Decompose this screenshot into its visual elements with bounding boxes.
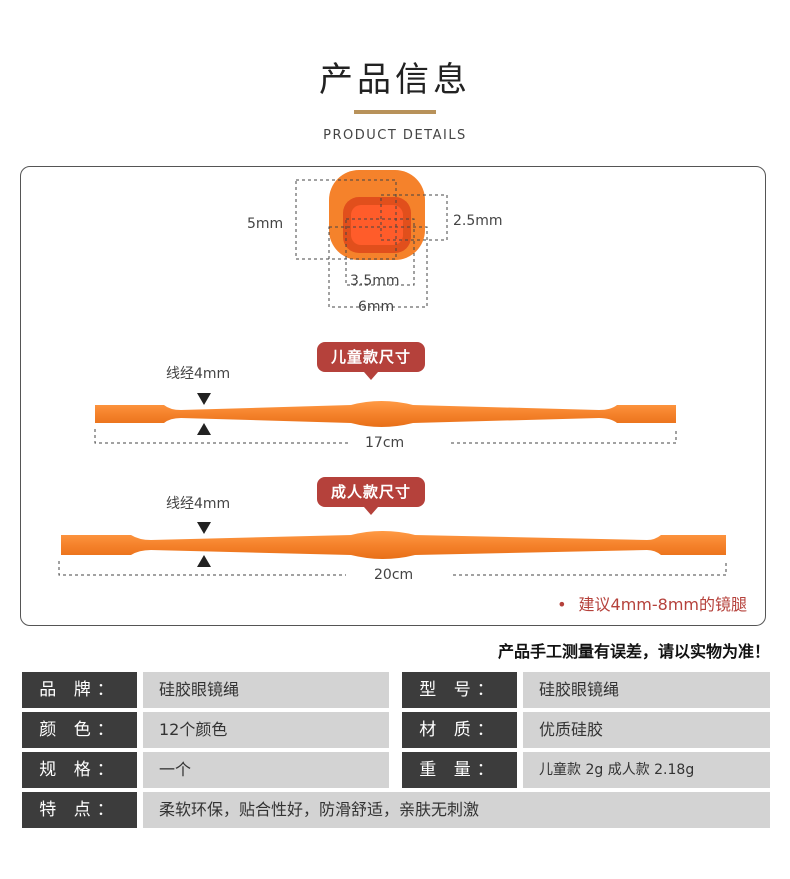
title-underline	[354, 110, 436, 114]
color-value: 12个颜色	[143, 712, 389, 748]
spec-row: 颜 色： 12个颜色 材 质： 优质硅胶	[22, 712, 770, 748]
feature-value: 柔软环保，贴合性好，防滑舒适，亲肤无刺激	[143, 792, 770, 828]
model-key: 型 号：	[402, 672, 517, 708]
child-size-badge: 儿童款尺寸	[317, 342, 426, 380]
brand-value: 硅胶眼镜绳	[143, 672, 389, 708]
outer-width-label: 6mm	[358, 299, 395, 315]
weight-key: 重 量：	[402, 752, 517, 788]
adult-size-badge: 成人款尺寸	[317, 477, 426, 515]
temple-size-tip: 建议4mm-8mm的镜腿	[557, 591, 747, 615]
inner-height-label: 2.5mm	[453, 213, 503, 229]
child-length-label: 17cm	[365, 435, 405, 451]
child-length-line	[94, 429, 677, 444]
inner-width-label: 3.5mm	[350, 273, 400, 289]
spec-row: 规 格： 一个 重 量： 儿童款 2g 成人款 2.18g	[22, 752, 770, 788]
child-strap-shape	[95, 401, 676, 427]
adult-strap-shape	[61, 531, 726, 559]
cross-section-shape	[329, 170, 425, 260]
material-value: 优质硅胶	[523, 712, 770, 748]
dimension-diagram: 5mm 2.5mm 3.5mm 6mm 儿童款尺寸 线经4mm 17cm 成人款…	[20, 166, 766, 626]
page-subtitle: PRODUCT DETAILS	[323, 128, 467, 143]
spec-value: 一个	[143, 752, 389, 788]
adult-wire-label: 线经4mm	[166, 496, 231, 512]
cross-section-dimension-lines	[295, 179, 448, 308]
model-value: 硅胶眼镜绳	[523, 672, 770, 708]
weight-value: 儿童款 2g 成人款 2.18g	[523, 752, 770, 788]
material-key: 材 质：	[402, 712, 517, 748]
spec-key: 规 格：	[22, 752, 137, 788]
feature-key: 特 点：	[22, 792, 137, 828]
adult-length-label: 20cm	[374, 567, 414, 583]
spec-row: 品 牌： 硅胶眼镜绳 型 号： 硅胶眼镜绳	[22, 672, 770, 708]
outer-height-label: 5mm	[247, 216, 284, 232]
spec-row: 特 点： 柔软环保，贴合性好，防滑舒适，亲肤无刺激	[22, 792, 770, 828]
color-key: 颜 色：	[22, 712, 137, 748]
page-title: 产品信息	[319, 60, 471, 100]
brand-key: 品 牌：	[22, 672, 137, 708]
measurement-note: 产品手工测量有误差，请以实物为准！	[497, 642, 770, 661]
adult-wire-arrows	[197, 522, 211, 567]
adult-length-line	[58, 561, 727, 576]
strap-illustration	[58, 170, 727, 576]
child-wire-arrows	[197, 393, 211, 435]
child-wire-label: 线经4mm	[166, 366, 231, 382]
